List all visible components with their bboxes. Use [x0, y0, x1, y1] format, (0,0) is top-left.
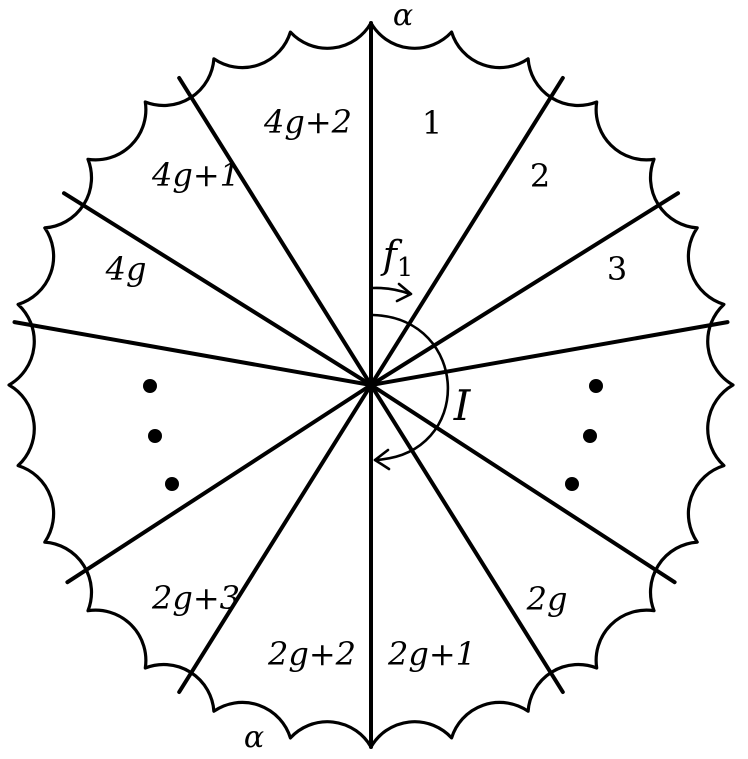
- radial-edge: [65, 383, 373, 585]
- ellipsis-dot: [583, 429, 597, 443]
- radial-edge: [369, 191, 680, 387]
- f1-arrowhead: [395, 282, 413, 303]
- ellipsis-dot: [589, 379, 603, 393]
- ellipsis-dot: [143, 379, 157, 393]
- radial-edges: [12, 21, 730, 749]
- ellipsis-dot: [148, 429, 162, 443]
- involution-arc: [371, 313, 450, 462]
- right-ellipsis: [565, 379, 603, 491]
- sector-label-4g-plus-2: 4g+2: [263, 103, 352, 141]
- sector-label-2g-plus-2: 2g+2: [267, 635, 356, 673]
- sector-label-3: 3: [607, 250, 627, 288]
- alpha-label-top: α: [393, 0, 413, 33]
- sector-label-2g: 2g: [526, 580, 568, 618]
- radial-edge: [369, 320, 730, 387]
- radial-edge: [177, 76, 373, 387]
- sector-label-2: 2: [530, 157, 550, 195]
- alpha-label-bottom: α: [244, 720, 264, 755]
- f1-label: f1: [380, 233, 414, 283]
- left-ellipsis: [143, 379, 179, 491]
- sector-label-4g: 4g: [105, 250, 147, 288]
- ellipsis-dot: [565, 477, 579, 491]
- radial-edge: [369, 383, 677, 585]
- f1-rotation-arrow: [371, 282, 413, 303]
- ellipsis-dot: [165, 477, 179, 491]
- radial-edge: [369, 383, 565, 694]
- sector-label-2g-plus-1: 2g+1: [387, 635, 476, 673]
- involution-arrowhead: [373, 448, 391, 471]
- radial-edge: [12, 320, 373, 387]
- sector-label-1: 1: [422, 104, 442, 142]
- radial-edge: [177, 383, 373, 694]
- involution-arrow: [371, 313, 450, 471]
- involution-label: I: [453, 381, 472, 430]
- radial-edge: [62, 191, 373, 387]
- sector-label-2g-plus-3: 2g+3: [151, 579, 240, 617]
- center-vertex: [367, 381, 375, 389]
- radial-edge: [369, 76, 565, 387]
- sector-label-4g-plus-1: 4g+1: [151, 156, 240, 194]
